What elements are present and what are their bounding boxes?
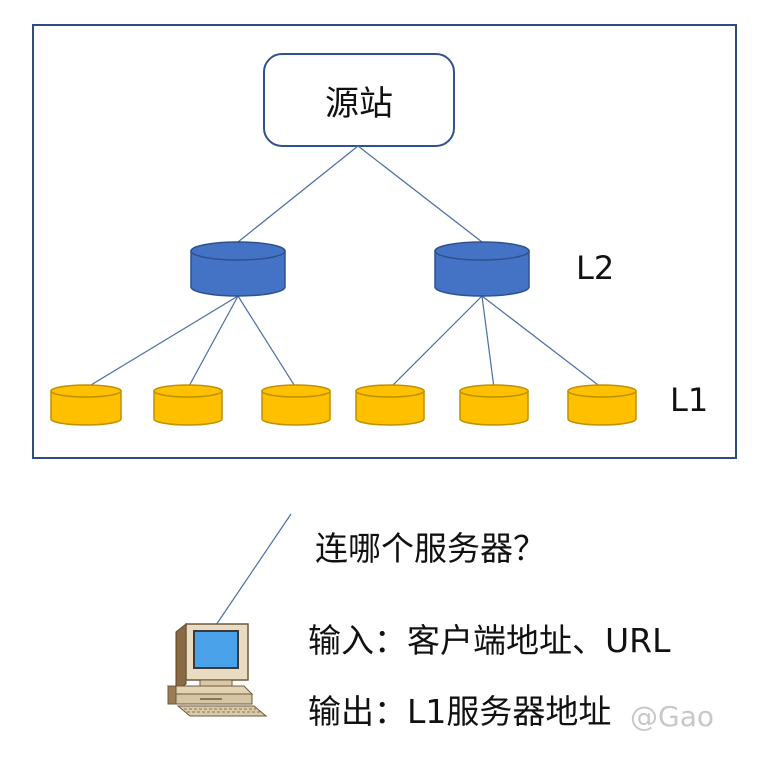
client-computer-icon [166, 622, 268, 717]
diagram-frame [32, 24, 737, 459]
link-client-question [213, 513, 292, 629]
connector-lines [85, 145, 603, 629]
l1-cache-2 [153, 384, 223, 426]
l1-cache-1 [50, 384, 122, 426]
origin-server-label: 源站 [325, 83, 393, 124]
l1-cache-3 [261, 384, 331, 426]
watermark: @Gao [630, 700, 714, 733]
l2-tier-label: L2 [576, 249, 615, 287]
l1-tier-label: L1 [670, 381, 709, 419]
client-output-text: 输出：L1服务器地址 [308, 692, 612, 731]
link-l2left-l1-2 [187, 295, 239, 389]
link-l2right-l1-4 [389, 295, 483, 389]
link-origin-l2-left [237, 145, 359, 243]
link-l2left-l1-3 [237, 295, 297, 389]
client-question: 连哪个服务器？ [315, 529, 546, 568]
l1-cache-6 [567, 384, 637, 426]
client-input-text: 输入：客户端地址、URL [308, 621, 671, 660]
link-l2right-l1-6 [481, 295, 603, 389]
link-origin-l2-right [357, 145, 483, 243]
l1-cache-5 [459, 384, 529, 426]
link-l2left-l1-1 [85, 295, 239, 389]
l1-cache-4 [355, 384, 425, 426]
l2-cache-left [190, 241, 286, 297]
l2-cache-right [434, 241, 530, 297]
link-l2right-l1-5 [481, 295, 495, 389]
origin-box [263, 53, 455, 147]
